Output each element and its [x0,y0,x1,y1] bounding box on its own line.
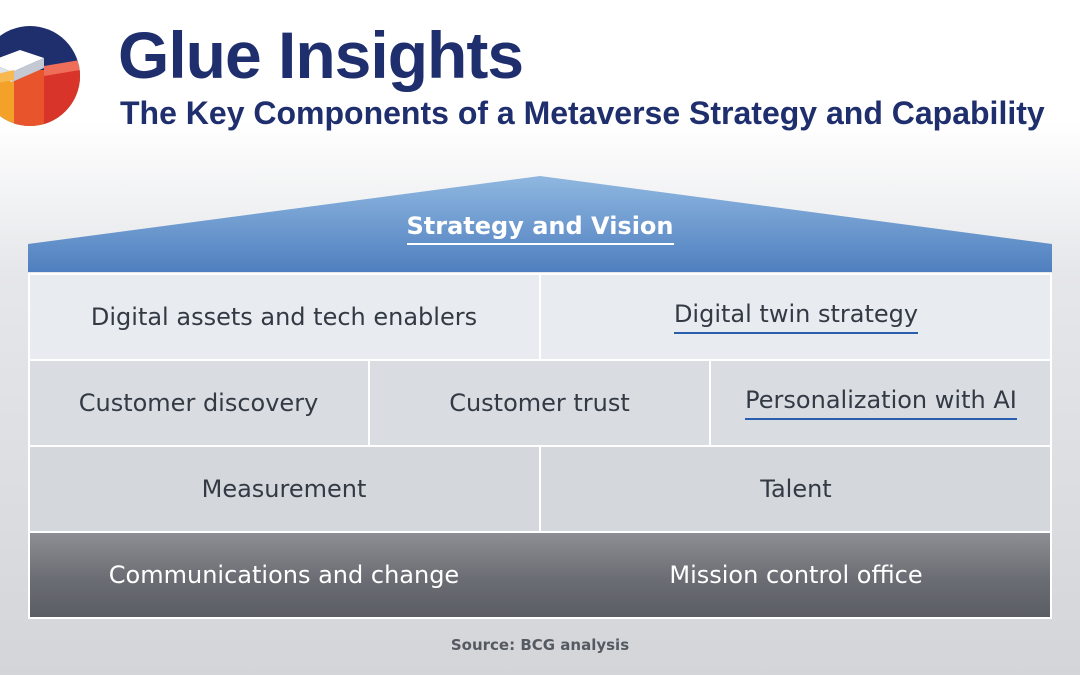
source-note: Source: BCG analysis [450,636,630,654]
customer-discovery-block: Customer discovery [28,360,369,446]
communications-block: Communications and change [108,561,460,589]
divider [539,446,541,532]
strategy-and-vision-label: Strategy and Vision [28,212,1052,245]
brand-title: Glue Insights [118,18,524,92]
divider [709,360,711,446]
divider [539,274,541,360]
mission-control-block: Mission control office [669,561,923,589]
page-subtitle: The Key Components of a Metaverse Strate… [120,95,1045,131]
divider [28,359,1052,361]
stacked-cubes-logo-icon [0,26,80,126]
personalization-ai-block: Personalization with AI [710,360,1052,446]
divider [28,531,1052,533]
talent-block: Talent [540,446,1052,532]
roof-shape [28,176,1052,272]
divider [368,360,370,446]
digital-twin-block: Digital twin strategy [540,274,1052,360]
measurement-block: Measurement [28,446,540,532]
foundation-bar [28,532,1052,618]
digital-assets-block: Digital assets and tech enablers [28,274,540,360]
customer-trust-block: Customer trust [369,360,710,446]
